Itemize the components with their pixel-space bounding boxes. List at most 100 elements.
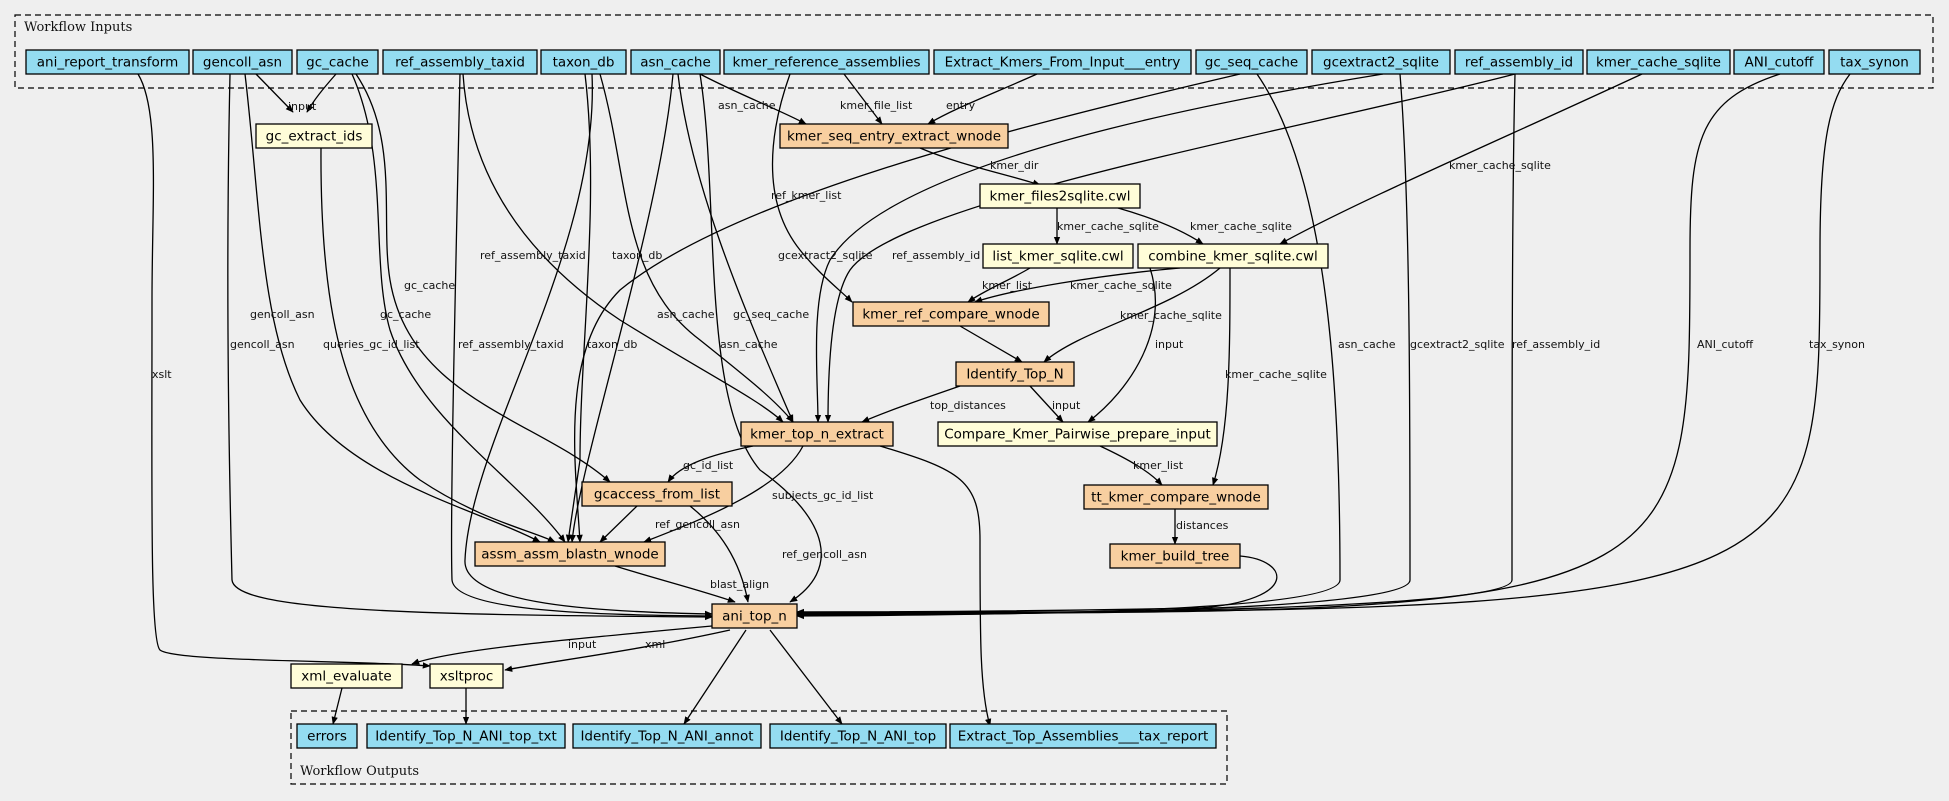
edge-label-gc-id-list: gc_id_list [683,459,734,472]
svg-text:assm_assm_blastn_wnode: assm_assm_blastn_wnode [481,547,658,563]
edge-gencoll-gc-extract-ids [255,73,294,113]
edge-kmer-cache-combine [1279,73,1643,245]
edge-gc-cache-blastn [351,73,566,543]
node-kmer-build-tree[interactable]: kmer_build_tree [1109,543,1241,569]
edge-build-tree-ani [796,555,1278,616]
edge-combine-tt-compare [1212,267,1231,486]
edge-list-pairwise [1087,267,1156,423]
node-gc-seq-cache[interactable]: gc_seq_cache [1195,49,1308,75]
node-combine-kmer-sqlite[interactable]: combine_kmer_sqlite.cwl [1137,243,1329,269]
edge-asn-cache-blastn [569,73,674,543]
edge-label-top-distances: top_distances [930,399,1006,412]
svg-text:errors: errors [307,729,347,745]
cluster-workflow-outputs: Workflow Outputs [290,710,1228,785]
node-errors[interactable]: errors [296,723,358,749]
node-ani-cutoff[interactable]: ANI_cutoff [1733,49,1825,75]
edge-ani-annot [683,629,747,725]
node-ani-top-n[interactable]: ani_top_n [711,603,798,629]
svg-text:taxon_db: taxon_db [553,55,615,71]
svg-text:Extract_Top_Assemblies___tax_r: Extract_Top_Assemblies___tax_report [958,729,1209,745]
node-gc-extract-ids[interactable]: gc_extract_ids [255,123,373,149]
svg-text:gc_extract_ids: gc_extract_ids [266,129,363,145]
edge-ref-asm-id-top-n [824,73,1516,423]
node-xsltproc[interactable]: xsltproc [429,663,504,689]
edge-label-xml: xml [645,638,665,651]
node-extract-kmers-entry[interactable]: Extract_Kmers_From_Input___entry [933,49,1192,75]
edge-ani-xml-evaluate [411,625,713,665]
node-tax-synon[interactable]: tax_synon [1828,49,1921,75]
node-kmer-cache-sqlite[interactable]: kmer_cache_sqlite [1586,49,1731,75]
node-kmer-top-n-extract[interactable]: kmer_top_n_extract [740,421,894,447]
node-gencoll-asn[interactable]: gencoll_asn [192,49,293,75]
node-taxon-db[interactable]: taxon_db [540,49,627,75]
edge-label-ref-gencoll-asn-2: ref_gencoll_asn [782,548,867,561]
node-kmer-ref-compare-wnode[interactable]: kmer_ref_compare_wnode [852,301,1050,327]
node-xml-evaluate[interactable]: xml_evaluate [290,663,403,689]
edge-gcextract2-ani [796,73,1411,619]
svg-text:kmer_files2sqlite.cwl: kmer_files2sqlite.cwl [990,189,1131,205]
edge-label-kmer-cache-sqlite-6: kmer_cache_sqlite [1225,368,1327,381]
node-kmer-seq-entry-extract-wnode[interactable]: kmer_seq_entry_extract_wnode [779,123,1009,149]
node-gc-cache[interactable]: gc_cache [296,49,379,75]
svg-text:gc_seq_cache: gc_seq_cache [1205,55,1298,71]
svg-text:Identify_Top_N_ANI_top: Identify_Top_N_ANI_top [780,729,936,745]
edge-label-input-1: input [288,100,317,113]
edge-gc-id-list [667,445,754,483]
edge-label-input-3: input [1052,399,1081,412]
cluster-inputs-title: Workflow Inputs [24,20,132,35]
node-ref-assembly-id[interactable]: ref_assembly_id [1454,49,1584,75]
edge-gencoll-ani [227,73,713,621]
edge-taxon-db-ani [464,73,713,618]
node-assm-assm-blastn-wnode[interactable]: assm_assm_blastn_wnode [474,541,666,567]
edge-label-kmer-cache-sqlite-3: kmer_cache_sqlite [1190,220,1292,233]
node-asn-cache[interactable]: asn_cache [630,49,721,75]
svg-text:asn_cache: asn_cache [640,55,711,71]
edge-label-input-2: input [1155,338,1184,351]
edge-label-ref-assembly-id-1: ref_assembly_id [892,249,980,262]
svg-text:kmer_build_tree: kmer_build_tree [1121,549,1230,565]
edge-blast-align [614,565,736,603]
edge-label-tax-synon: tax_synon [1809,338,1865,351]
edge-ani-top [769,629,843,725]
node-gcaccess-from-list[interactable]: gcaccess_from_list [581,481,733,507]
edge-top-n-tax-report [879,445,992,727]
node-tt-kmer-compare-wnode[interactable]: tt_kmer_compare_wnode [1083,484,1269,510]
svg-text:tax_synon: tax_synon [1840,55,1909,71]
edge-label-asn-cache-1: asn_cache [718,99,776,112]
edge-label-distances-2: distances [1176,519,1229,532]
node-ref-assembly-taxid[interactable]: ref_assembly_taxid [382,49,538,75]
svg-text:gcextract2_sqlite: gcextract2_sqlite [1323,55,1439,71]
edge-label-taxon-db-2: taxon_db [587,338,637,351]
edge-gc-extract-ids-blastn [320,147,556,543]
svg-text:kmer_ref_compare_wnode: kmer_ref_compare_wnode [862,307,1039,323]
edge-label-queries-gc-id-list: queries_gc_id_list [323,338,420,351]
node-list-kmer-sqlite[interactable]: list_kmer_sqlite.cwl [982,243,1134,269]
svg-text:kmer_reference_assemblies: kmer_reference_assemblies [733,55,921,71]
cluster-workflow-inputs: Workflow Inputs [14,14,1934,89]
node-kmer-reference-assemblies[interactable]: kmer_reference_assemblies [723,49,930,75]
node-ani-report-transform[interactable]: ani_report_transform [25,49,190,75]
edge-label-subjects-gc-id-list: subjects_gc_id_list [772,489,874,502]
edge-label-kmer-list-1: kmer_list [982,279,1033,292]
edge-label-ref-assembly-id-2: ref_assembly_id [1512,338,1600,351]
edge-top-distances [861,385,961,423]
edge-label-gcextract2-sqlite-2: gcextract2_sqlite [1410,338,1505,351]
edge-label-kmer-cache-sqlite-1: kmer_cache_sqlite [1449,159,1551,172]
node-out-top[interactable]: Identify_Top_N_ANI_top [769,723,947,749]
edge-label-taxon-db-1: taxon_db [612,249,662,262]
node-out-tax-report[interactable]: Extract_Top_Assemblies___tax_report [949,723,1217,749]
node-out-annot[interactable]: Identify_Top_N_ANI_annot [572,723,762,749]
edge-label-ref-assembly-taxid-1: ref_assembly_taxid [480,249,586,262]
node-identify-top-n[interactable]: Identify_Top_N [955,361,1075,387]
edge-label-asn-cache-4: asn_cache [1338,338,1396,351]
edge-combine-identify [1043,267,1221,363]
svg-text:list_kmer_sqlite.cwl: list_kmer_sqlite.cwl [992,249,1123,265]
node-kmer-files2sqlite[interactable]: kmer_files2sqlite.cwl [979,183,1141,209]
edge-label-gcextract2-sqlite-1: gcextract2_sqlite [778,249,873,262]
node-compare-kmer-pairwise[interactable]: Compare_Kmer_Pairwise_prepare_input [937,421,1218,447]
edge-label-kmer-file-list: kmer_file_list [840,99,913,112]
svg-text:ani_top_n: ani_top_n [722,609,787,625]
edge-ani-xsltproc [504,629,731,672]
node-out-top-txt[interactable]: Identify_Top_N_ANI_top_txt [366,723,566,749]
node-gcextract2-sqlite[interactable]: gcextract2_sqlite [1311,49,1451,75]
